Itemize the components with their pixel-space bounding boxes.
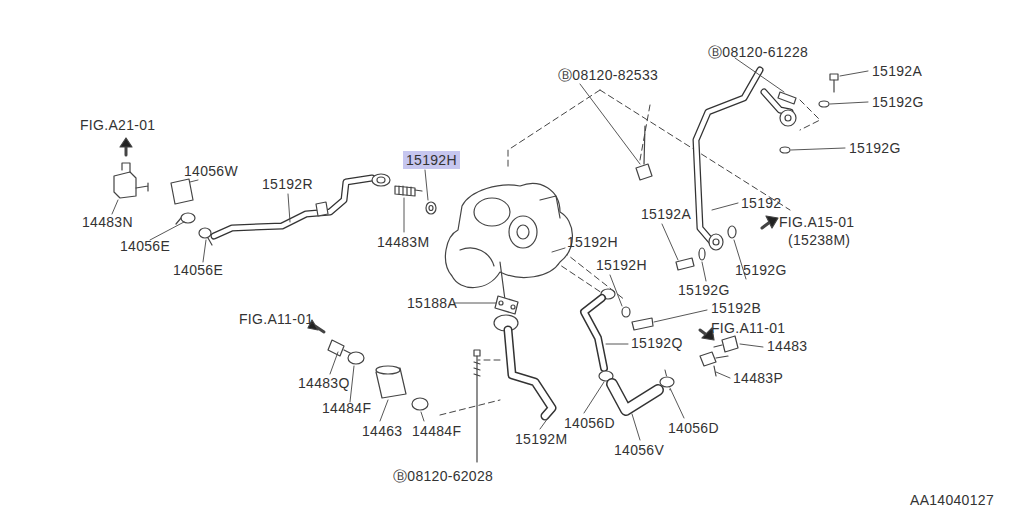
part-number: 14484F: [412, 423, 461, 439]
figure-reference: FIG.A21-01: [80, 117, 155, 133]
part-number: 14483N: [82, 214, 133, 230]
part-number: 15192M: [515, 431, 567, 447]
part-number: 14056D: [668, 420, 719, 436]
figure-reference: FIG.A15-01: [779, 214, 854, 230]
figure-reference: FIG.A11-01: [711, 320, 785, 336]
part-number: 15192A: [872, 63, 922, 79]
part-number: 14483: [767, 338, 807, 354]
part-number: 14484F: [322, 400, 371, 416]
part-number: 15192G: [872, 94, 924, 110]
part-number: 14056V: [614, 442, 664, 458]
figure-reference: FIG.A11-01: [239, 311, 313, 327]
part-number: 15192G: [735, 262, 787, 278]
part-number: 14483M: [377, 234, 429, 250]
part-number: 14056D: [564, 415, 615, 431]
part-number: 15192H: [596, 257, 647, 273]
part-number: 15192Q: [631, 335, 683, 351]
part-number: 15192A: [641, 206, 691, 222]
part-number: 14483Q: [298, 375, 350, 391]
part-number: 15192H: [406, 152, 457, 168]
part-number: 15188A: [407, 295, 457, 311]
part-number: 14463: [362, 423, 402, 439]
part-number: Ⓑ08120-82533: [558, 67, 658, 83]
part-number: 15192G: [849, 140, 901, 156]
part-number: 14483P: [733, 370, 783, 386]
part-number: 15192H: [567, 234, 618, 250]
part-number: 14056W: [184, 163, 238, 179]
part-number: 15192: [741, 195, 781, 211]
part-number: Ⓑ08120-61228: [708, 44, 808, 60]
highlighted-part-number: 15192H: [403, 151, 460, 169]
part-number: 14056E: [173, 262, 223, 278]
part-number: AA14040127: [910, 492, 994, 508]
part-number: Ⓑ08120-62028: [393, 468, 493, 484]
part-number: 15192R: [262, 176, 313, 192]
part-number: 15192B: [711, 300, 761, 316]
part-number: (15238M): [788, 232, 850, 248]
part-number: 14056E: [120, 238, 170, 254]
part-number: 15192G: [678, 282, 730, 298]
